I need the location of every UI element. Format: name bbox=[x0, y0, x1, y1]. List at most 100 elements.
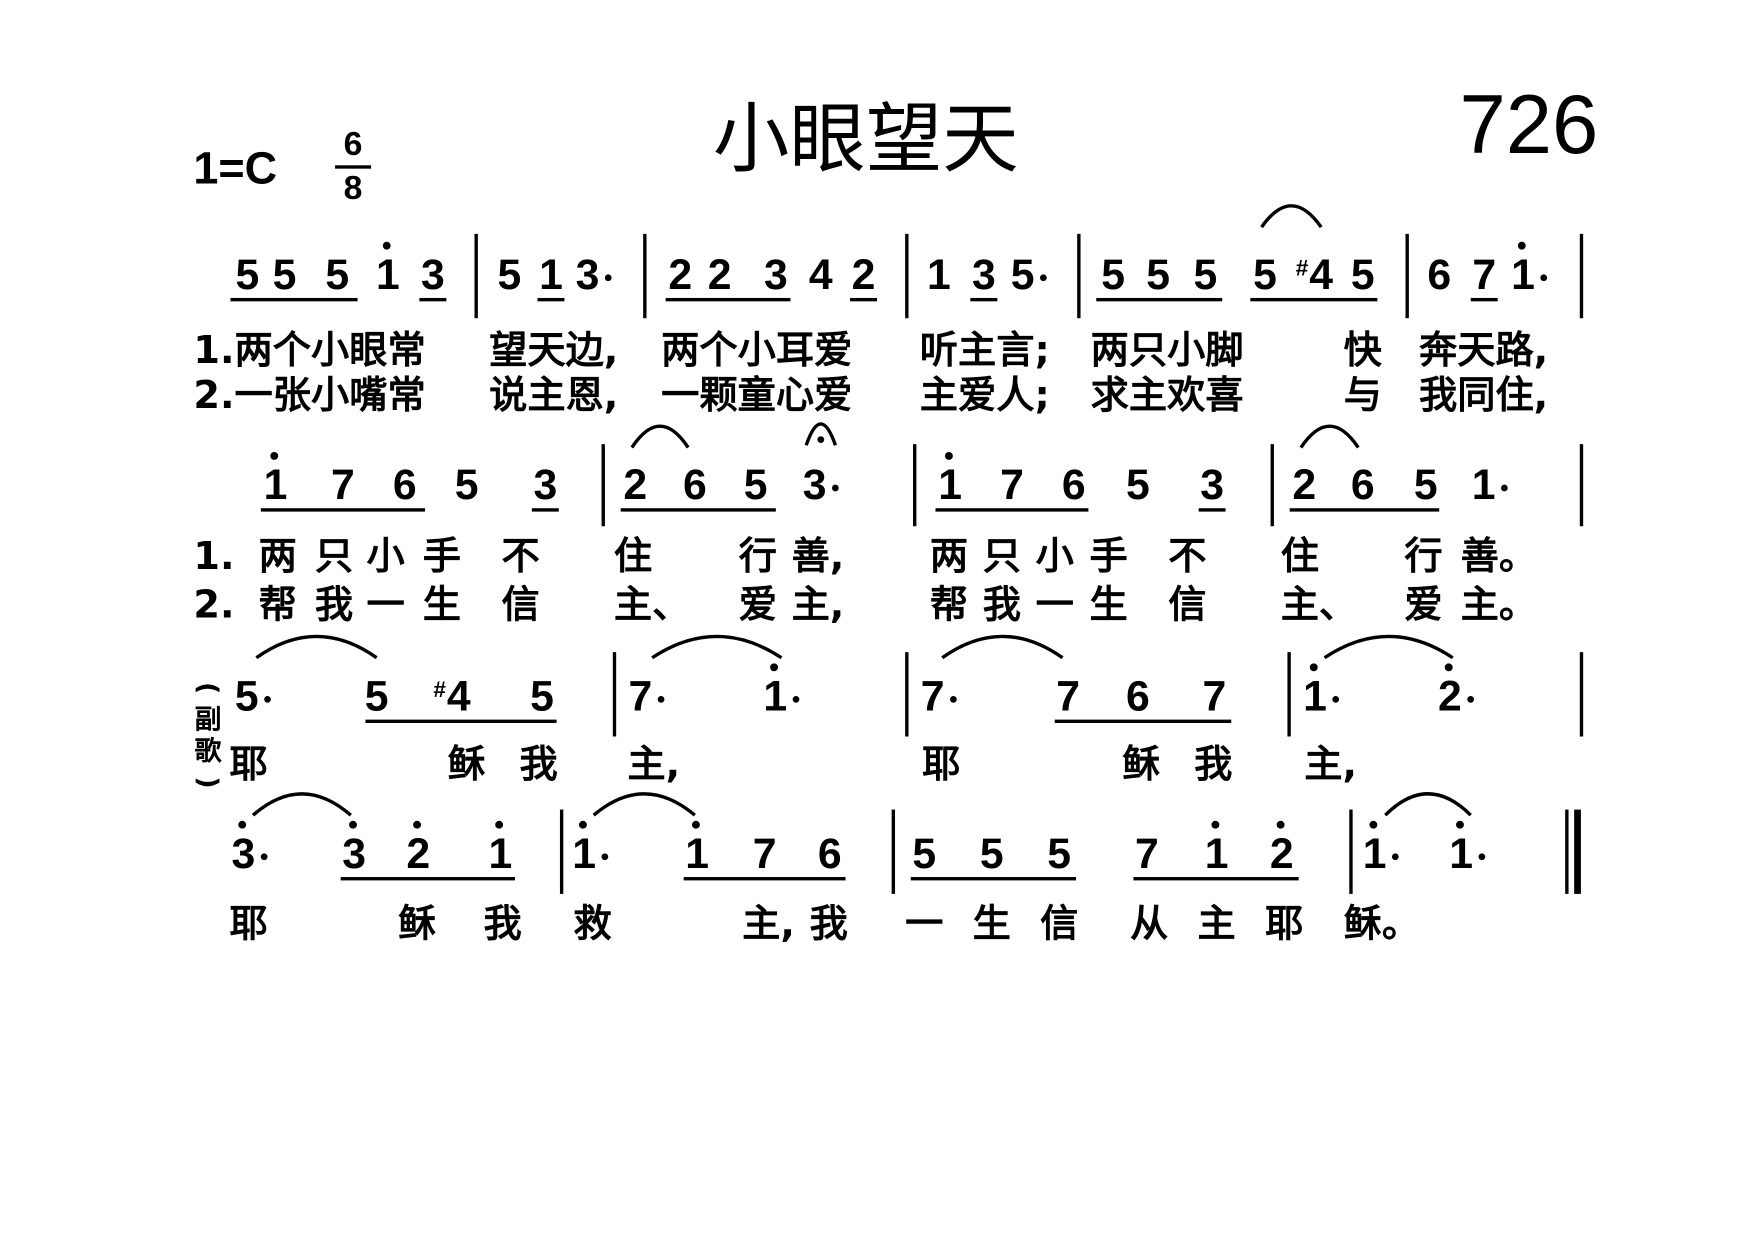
note: 5 bbox=[1193, 251, 1217, 300]
lyric-syllable: 生 bbox=[1089, 582, 1128, 628]
lyric-syllable: 1.两个小眼常 bbox=[193, 328, 426, 374]
note: 1 bbox=[1472, 461, 1508, 510]
barline bbox=[913, 444, 917, 527]
augmentation-dot bbox=[1540, 274, 1548, 282]
beam-underline bbox=[935, 508, 1089, 512]
barline bbox=[891, 809, 896, 894]
note-digit: 7 bbox=[1135, 830, 1159, 879]
note: 2 bbox=[623, 461, 647, 510]
lyric-syllable: 爱 bbox=[738, 582, 777, 628]
note-digit: 5 bbox=[743, 462, 768, 510]
augmentation-dot bbox=[1040, 274, 1047, 282]
lyric-syllable: 奔天路, bbox=[1418, 328, 1549, 374]
note: 3 bbox=[342, 820, 366, 879]
lyric-syllable: 两 bbox=[929, 534, 969, 580]
note-digit: 5 bbox=[454, 462, 479, 510]
lyric-syllable: 1. bbox=[193, 534, 235, 580]
beam-underline bbox=[1250, 297, 1378, 302]
note: 2 bbox=[708, 251, 732, 300]
note-digit: 5 bbox=[1350, 251, 1375, 300]
note-digit: 5 bbox=[979, 830, 1004, 879]
note-digit: 7 bbox=[1202, 673, 1227, 721]
augmentation-dot bbox=[605, 274, 612, 282]
note-digit: 1 bbox=[926, 251, 951, 300]
slur bbox=[255, 634, 378, 660]
note: 1 bbox=[1205, 820, 1228, 879]
sharp-sign: # bbox=[1295, 256, 1309, 282]
note: 2 bbox=[1438, 663, 1475, 721]
note-digit: 5 bbox=[1047, 830, 1072, 879]
hymn-number: 726 bbox=[1459, 77, 1599, 171]
barline bbox=[1405, 233, 1409, 319]
lyric-syllable: 2.一张小嘴常 bbox=[193, 373, 426, 419]
barline bbox=[1579, 444, 1584, 527]
note-digit: 1 bbox=[1511, 241, 1535, 299]
note-digit: 1 bbox=[685, 820, 709, 878]
note-digit: 5 bbox=[497, 251, 522, 300]
note-digit: 6 bbox=[1350, 462, 1375, 510]
lyric-syllable: 稣 bbox=[1122, 742, 1161, 788]
note: 3 bbox=[764, 251, 788, 300]
high-octave-dot bbox=[1517, 241, 1526, 250]
note-digit: 2 bbox=[1270, 820, 1294, 878]
time-signature-divider bbox=[335, 165, 372, 169]
high-octave-dot bbox=[1309, 663, 1318, 672]
final-double-barline bbox=[1565, 809, 1569, 894]
note-digit: 1 bbox=[1449, 820, 1473, 878]
note: 5 bbox=[912, 830, 936, 879]
lyric-syllable: 行 bbox=[1404, 534, 1443, 580]
note: 5 bbox=[325, 251, 349, 300]
note: 1 bbox=[572, 820, 609, 879]
note-digit: 4 bbox=[808, 251, 833, 300]
note: 5 bbox=[1101, 251, 1125, 300]
lyric-syllable: 小 bbox=[366, 534, 405, 580]
lyric-syllable: 主、 bbox=[613, 582, 691, 628]
note: 5 bbox=[365, 672, 389, 721]
lyric-syllable: 信 bbox=[501, 582, 540, 628]
high-octave-dot bbox=[382, 241, 391, 250]
note-digit: 1 bbox=[1205, 820, 1228, 878]
note-digit: 2 bbox=[1292, 462, 1317, 510]
lyric-syllable: 住 bbox=[613, 534, 653, 580]
lyric-syllable: 说主恩, bbox=[489, 373, 619, 419]
note: 2 bbox=[852, 251, 876, 300]
barline bbox=[1579, 652, 1584, 737]
lyric-syllable: 我 bbox=[809, 901, 848, 947]
note-digit: 3 bbox=[232, 820, 255, 878]
note: 6 bbox=[393, 461, 417, 510]
lyric-syllable: 耶 bbox=[922, 742, 961, 788]
note-digit: 6 bbox=[1126, 673, 1150, 721]
slur bbox=[1323, 634, 1454, 660]
lyric-syllable: 帮 bbox=[258, 582, 297, 628]
augmentation-dot bbox=[1501, 484, 1508, 492]
final-double-barline bbox=[1574, 809, 1581, 894]
beam-underline bbox=[1289, 508, 1440, 512]
note: 6 bbox=[1062, 461, 1086, 510]
note: 5 bbox=[980, 830, 1004, 879]
note: #4 bbox=[1296, 251, 1333, 300]
beam-underline bbox=[1054, 719, 1232, 723]
beam-underline bbox=[1096, 297, 1223, 302]
beam-underline bbox=[531, 508, 559, 512]
note-digit: 6 bbox=[817, 830, 842, 879]
note: 3 bbox=[803, 461, 839, 510]
note: 7 bbox=[1202, 672, 1226, 721]
augmentation-dot bbox=[792, 695, 800, 703]
note-digit: 7 bbox=[331, 462, 355, 510]
lyric-syllable: 行 bbox=[738, 534, 777, 580]
lyric-syllable: 手 bbox=[1089, 534, 1128, 580]
high-octave-dot bbox=[1210, 820, 1219, 829]
lyric-syllable: 不 bbox=[501, 534, 540, 580]
lyric-syllable: 两个小耳爱 bbox=[661, 328, 853, 374]
note: 1 bbox=[938, 452, 962, 510]
note-digit: 5 bbox=[364, 673, 389, 721]
note-digit: 5 bbox=[912, 830, 937, 879]
note: 5 bbox=[273, 251, 297, 300]
note: 1 bbox=[1449, 820, 1486, 879]
barline bbox=[905, 233, 909, 319]
high-octave-dot bbox=[1276, 820, 1285, 829]
lyric-syllable: 善, bbox=[791, 534, 845, 580]
beam-underline bbox=[340, 877, 515, 881]
augmentation-dot bbox=[1478, 853, 1486, 861]
lyric-syllable: 稣。 bbox=[1343, 901, 1421, 947]
